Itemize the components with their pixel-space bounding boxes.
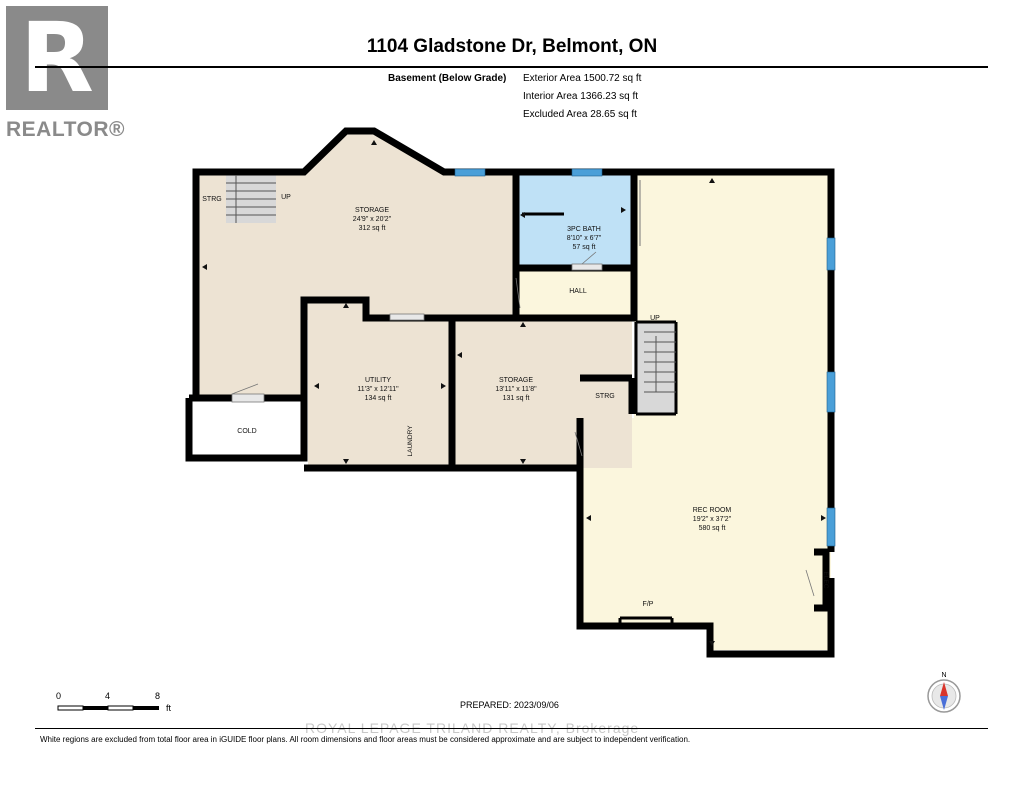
walls xyxy=(185,127,835,658)
windows xyxy=(454,168,836,547)
disclaimer: White regions are excluded from total fl… xyxy=(40,735,691,744)
strg-mid-floor xyxy=(580,378,632,414)
utility-name: UTILITY xyxy=(365,377,391,384)
storage-main-area: 312 sq ft xyxy=(359,225,386,232)
utility-dims: 11'3" x 12'11" xyxy=(357,386,399,393)
storage-main-name: STORAGE xyxy=(355,207,389,214)
exterior-area: Exterior Area 1500.72 sq ft xyxy=(523,73,642,84)
storage-main-dims: 24'9" x 20'2" xyxy=(353,216,392,223)
laundry-label: LAUNDRY xyxy=(407,425,414,457)
header-divider xyxy=(35,66,988,68)
rec-room-name: REC ROOM xyxy=(693,507,732,514)
thin-walls xyxy=(522,212,678,626)
interior-area: Interior Area 1366.23 sq ft xyxy=(523,91,639,102)
up-right-label: UP xyxy=(650,315,660,322)
compass-icon xyxy=(927,679,961,713)
utility-area: 134 sq ft xyxy=(365,395,392,402)
cold-room xyxy=(189,398,301,458)
scale-unit: ft xyxy=(166,703,172,713)
dimension-arrows xyxy=(202,140,826,646)
excluded-area: Excluded Area 28.65 sq ft xyxy=(523,109,637,120)
realtor-logo-text: REALTOR® xyxy=(6,118,126,141)
strg-mid-label: STRG xyxy=(595,393,614,400)
rec-room-dims: 19'2" x 37'2" xyxy=(693,516,732,523)
doors xyxy=(231,251,815,597)
level-label: Basement (Below Grade) xyxy=(388,73,507,84)
scale-tick-0: 0 xyxy=(56,691,62,701)
elec-label: ELEC xyxy=(822,572,829,589)
strg-left-label: STRG xyxy=(202,196,221,203)
bath-dims: 8'10" x 6'7" xyxy=(567,235,602,242)
hall-label: HALL xyxy=(569,288,587,295)
page-title: 1104 Gladstone Dr, Belmont, ON xyxy=(366,36,658,57)
storage-mid-area: 131 sq ft xyxy=(503,395,530,402)
scale-tick-4: 4 xyxy=(105,691,111,701)
bath-floor xyxy=(516,175,634,268)
rec-room-area: 580 sq ft xyxy=(699,525,726,532)
bath-area: 57 sq ft xyxy=(573,244,596,251)
stair-treads xyxy=(226,175,676,393)
area-summary: Exterior Area 1500.72 sq ft Interior Are… xyxy=(523,70,641,124)
scale-bar xyxy=(57,705,159,711)
up-left-label: UP xyxy=(281,194,291,201)
utility-floor xyxy=(308,300,452,468)
storage-mid-name: STORAGE xyxy=(499,377,533,384)
compass-north-label: N xyxy=(941,672,946,679)
realtor-logo-mark: R xyxy=(6,6,108,110)
bath-name: 3PC BATH xyxy=(567,226,601,233)
scale-tick-8: 8 xyxy=(155,691,161,701)
realtor-logo-letter: R xyxy=(20,2,94,114)
prepared-date: PREPARED: 2023/09/06 xyxy=(460,700,559,710)
stair-right xyxy=(634,322,676,414)
fp-label: F/P xyxy=(643,601,654,608)
footer-divider xyxy=(35,728,988,729)
cold-label: COLD xyxy=(237,428,256,435)
storage-mid-dims: 13'11" x 11'8" xyxy=(495,386,537,393)
